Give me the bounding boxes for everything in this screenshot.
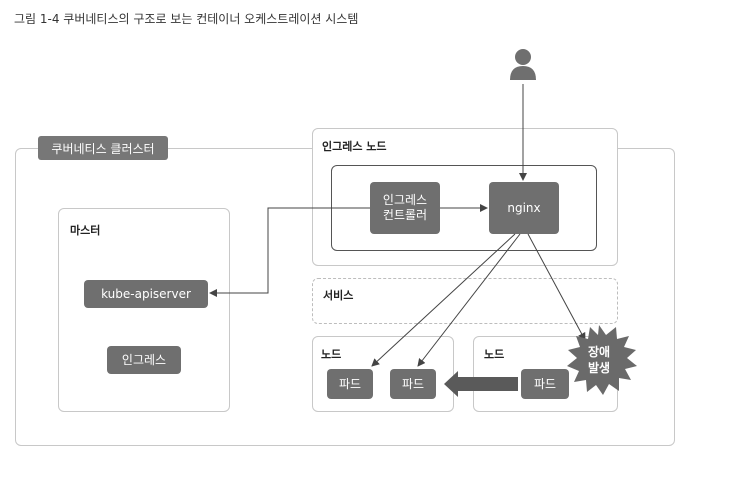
node-title-2: 노드: [484, 348, 505, 361]
node-title-1: 노드: [321, 348, 342, 361]
master-ingress-box: 인그레스: [107, 346, 181, 374]
user-icon: [510, 49, 536, 80]
kube-apiserver-box: kube-apiserver: [84, 280, 208, 308]
nginx-to-pod2-arrow: [417, 233, 521, 367]
master-panel: [58, 208, 230, 412]
ingress-node-title: 인그레스 노드: [322, 140, 387, 153]
failure-burst-shape: [567, 325, 637, 395]
ingress-controller-line1: 인그레스: [382, 193, 428, 207]
ingress-controller-box: 인그레스 컨트롤러: [370, 182, 440, 234]
nginx-box: nginx: [489, 182, 559, 234]
service-panel: [312, 278, 618, 324]
pod-box-1: 파드: [327, 369, 373, 399]
nginx-to-pod1-arrow: [371, 233, 516, 367]
nginx-to-pod3-arrow: [527, 233, 586, 341]
failure-line1: 장애: [587, 345, 611, 359]
controller-to-apiserver-arrow: [209, 207, 370, 297]
ingress-controller-line2: 컨트롤러: [382, 208, 428, 222]
pod-box-2: 파드: [390, 369, 436, 399]
figure-caption: 그림 1-4 쿠버네티스의 구조로 보는 컨테이너 오케스트레이션 시스템: [14, 12, 359, 26]
pod-box-3: 파드: [521, 369, 569, 399]
cluster-label: 쿠버네티스 클러스터: [38, 136, 168, 160]
master-title: 마스터: [70, 224, 101, 237]
failure-line2: 발생: [587, 361, 611, 375]
service-title: 서비스: [323, 289, 354, 302]
failover-arrow: [444, 371, 518, 397]
failure-label: 장애 발생: [577, 341, 621, 379]
